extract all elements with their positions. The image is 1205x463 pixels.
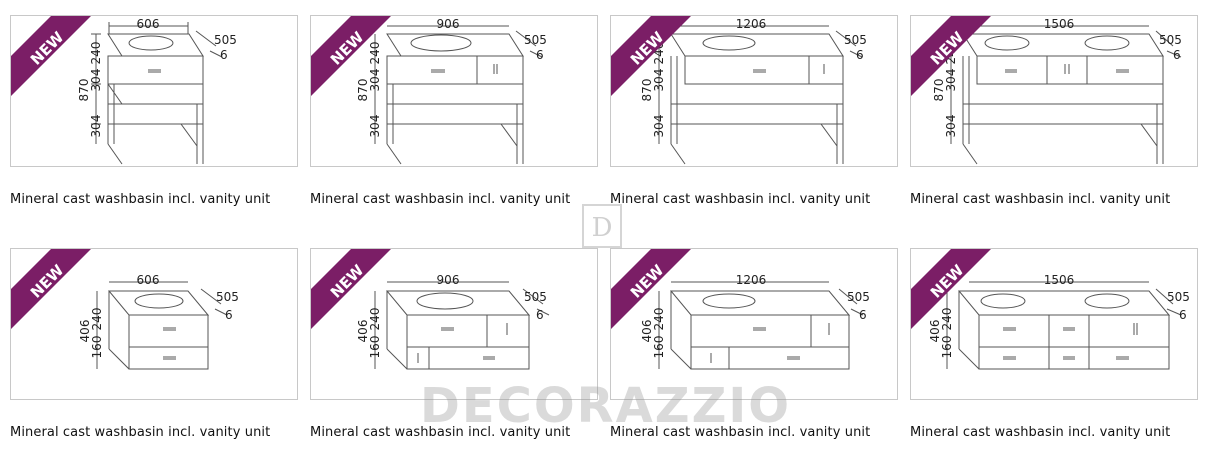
product-card[interactable]: 606 505 6 240 304 304 870 NEW Mineral ca… (0, 0, 300, 230)
dim-top-height: 240 (368, 308, 382, 331)
dim-width: 606 (137, 273, 160, 287)
dim-total-height: 406 (928, 320, 942, 343)
dim-total-height: 406 (78, 320, 92, 343)
dim-top-height: 240 (368, 42, 382, 65)
product-card[interactable]: 606 505 6 240 160 406 NEW Mineral cast w… (0, 233, 300, 463)
product-drawing[interactable]: 1506 505 6 240 160 406 NEW (910, 248, 1198, 400)
dim-total-height: 870 (356, 79, 370, 102)
product-drawing[interactable]: 606 505 6 240 304 304 870 NEW (10, 15, 298, 167)
dim-depth: 505 (216, 290, 239, 304)
dim-depth: 505 (1167, 290, 1190, 304)
dim-depth: 505 (1159, 33, 1182, 47)
dim-mid-height: 304 (652, 69, 666, 92)
dim-depth: 505 (847, 290, 870, 304)
dim-total-height: 870 (77, 79, 91, 102)
tall-vanity-drawing: 1506 505 6 240 304 304 870 (932, 17, 1182, 165)
dim-edge: 6 (536, 48, 544, 62)
dim-top-height: 240 (89, 42, 103, 65)
dim-top-height: 240 (90, 308, 104, 331)
watermark-logo-icon: D (582, 204, 622, 248)
dim-edge: 6 (220, 48, 228, 62)
wall-vanity-drawing: 1506 505 6 240 160 406 (928, 273, 1190, 370)
dim-width: 1206 (736, 17, 767, 31)
dim-low-height: 160 (940, 336, 954, 359)
product-card[interactable]: 1506 505 6 240 160 406 NEW Mineral cast … (900, 233, 1200, 463)
dim-width: 906 (437, 273, 460, 287)
dim-edge: 6 (856, 48, 864, 62)
svg-text:D: D (592, 213, 613, 243)
dim-width: 1206 (736, 273, 767, 287)
product-card[interactable]: 906 505 6 240 304 304 870 NEW Mineral ca… (300, 0, 600, 230)
wall-vanity-drawing: 906 505 6 240 160 406 (356, 273, 550, 370)
dim-depth: 505 (524, 33, 547, 47)
dim-edge: 6 (1173, 48, 1181, 62)
dim-edge: 6 (225, 308, 233, 322)
dim-depth: 505 (524, 290, 547, 304)
wall-vanity-drawing: 606 505 6 240 160 406 (78, 273, 239, 370)
product-caption[interactable]: Mineral cast washbasin incl. vanity unit (910, 425, 1171, 440)
product-drawing[interactable]: 906 505 6 240 304 304 870 NEW (310, 15, 598, 167)
product-caption[interactable]: Mineral cast washbasin incl. vanity unit (310, 192, 571, 207)
dim-low-height: 304 (652, 115, 666, 138)
product-card[interactable]: 1206 505 6 240 160 406 NEW Mineral cast … (600, 233, 900, 463)
product-drawing[interactable]: 1206 505 6 240 160 406 NEW (610, 248, 898, 400)
product-drawing[interactable]: 1206 505 6 240 304 304 870 NEW (610, 15, 898, 167)
tall-vanity-drawing: 906 505 6 240 304 304 870 (356, 17, 547, 165)
tall-vanity-drawing: 1206 505 6 240 304 304 870 (640, 17, 867, 165)
dim-edge: 6 (859, 308, 867, 322)
product-drawing[interactable]: 1506 505 6 240 304 304 870 NEW (910, 15, 1198, 167)
dim-low-height: 160 (652, 336, 666, 359)
product-drawing[interactable]: 606 505 6 240 160 406 NEW (10, 248, 298, 400)
dim-total-height: 870 (640, 79, 654, 102)
dim-width: 1506 (1044, 273, 1075, 287)
product-caption[interactable]: Mineral cast washbasin incl. vanity unit (310, 425, 571, 440)
dim-width: 606 (137, 17, 160, 31)
dim-mid-height: 304 (89, 69, 103, 92)
dim-total-height: 406 (640, 320, 654, 343)
dim-low-height: 160 (368, 336, 382, 359)
product-caption[interactable]: Mineral cast washbasin incl. vanity unit (910, 192, 1171, 207)
dim-width: 906 (437, 17, 460, 31)
dim-mid-height: 304 (944, 69, 958, 92)
wall-vanity-drawing: 1206 505 6 240 160 406 (640, 273, 870, 370)
product-caption[interactable]: Mineral cast washbasin incl. vanity unit (610, 192, 871, 207)
product-caption[interactable]: Mineral cast washbasin incl. vanity unit (10, 192, 271, 207)
product-caption[interactable]: Mineral cast washbasin incl. vanity unit (610, 425, 871, 440)
dim-edge: 6 (1179, 308, 1187, 322)
dim-low-height: 160 (90, 336, 104, 359)
dim-low-height: 304 (89, 115, 103, 138)
dim-depth: 505 (844, 33, 867, 47)
product-card[interactable]: 1506 505 6 240 304 304 870 NEW Mineral c… (900, 0, 1200, 230)
dim-top-height: 240 (652, 42, 666, 65)
dim-top-height: 240 (940, 308, 954, 331)
product-card[interactable]: 906 505 6 240 160 406 NEW Mineral cast w… (300, 233, 600, 463)
dim-depth: 505 (214, 33, 237, 47)
dim-mid-height: 304 (368, 69, 382, 92)
product-drawing[interactable]: 906 505 6 240 160 406 NEW (310, 248, 598, 400)
dim-low-height: 304 (944, 115, 958, 138)
dim-width: 1506 (1044, 17, 1075, 31)
product-card[interactable]: 1206 505 6 240 304 304 870 NEW Mineral c… (600, 0, 900, 230)
dim-edge: 6 (536, 308, 544, 322)
dim-total-height: 406 (356, 320, 370, 343)
tall-vanity-drawing: 606 505 6 240 304 304 870 (77, 17, 237, 165)
dim-low-height: 304 (368, 115, 382, 138)
product-caption[interactable]: Mineral cast washbasin incl. vanity unit (10, 425, 271, 440)
dim-top-height: 240 (652, 308, 666, 331)
dim-top-height: 240 (944, 42, 958, 65)
dim-total-height: 870 (932, 79, 946, 102)
